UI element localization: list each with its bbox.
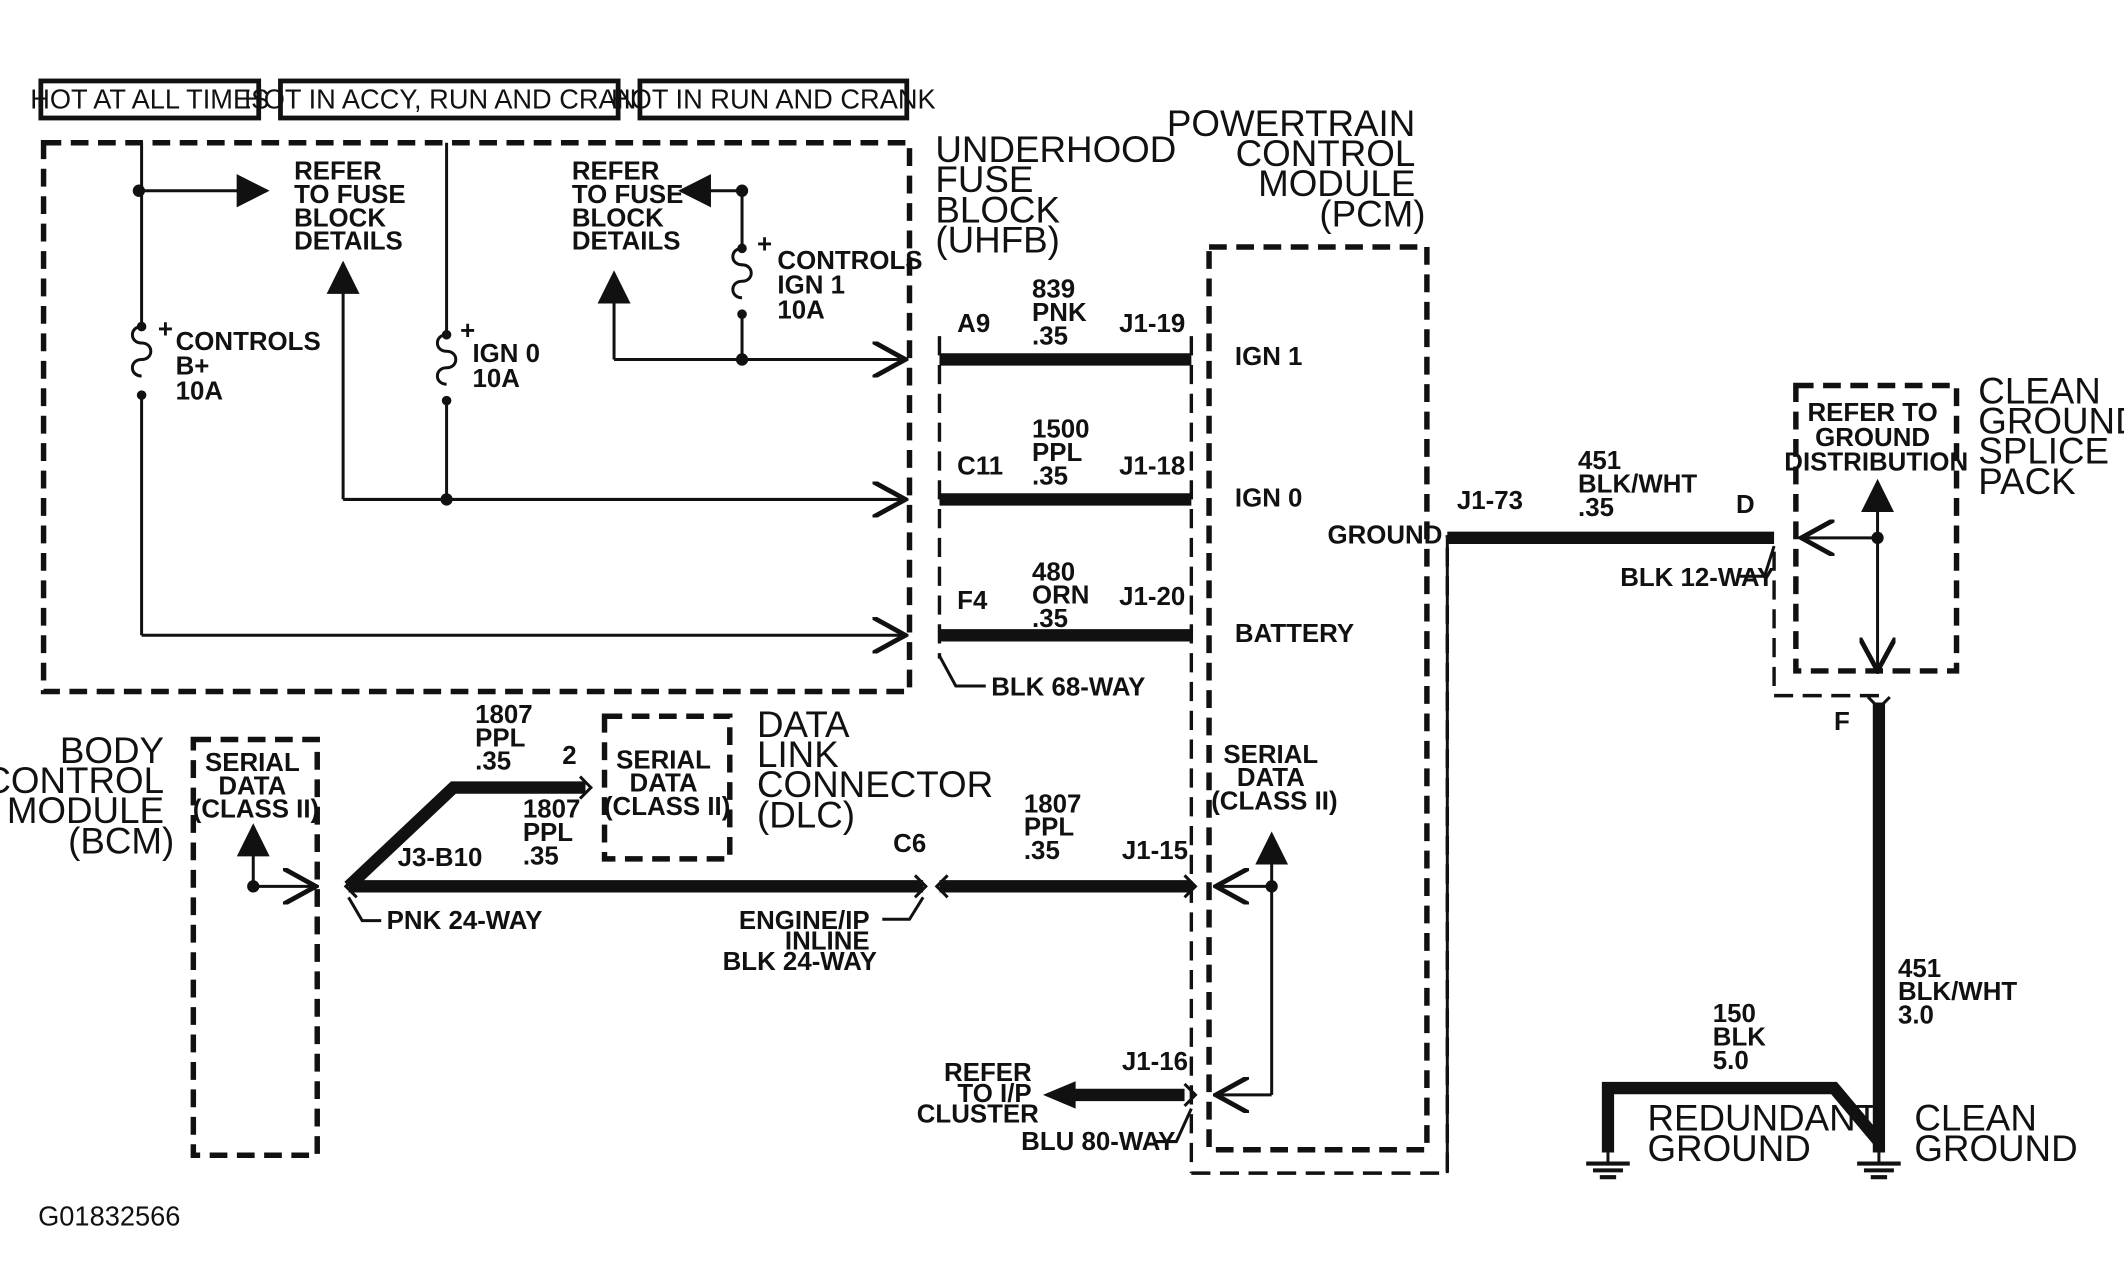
pcm-j115-mark: [1183, 874, 1198, 899]
clean-ground-connector: [1866, 695, 1891, 711]
cluster-pin: J1-16: [1122, 1046, 1188, 1076]
wire-battery-from: F4: [957, 585, 988, 615]
bcm-connector-mark: [343, 874, 358, 899]
bcm-outline: [190, 736, 320, 1159]
wire-ign1-label: 839 PNK .35: [1032, 274, 1094, 351]
header-hot-run-crank: HOT IN RUN AND CRANK: [611, 78, 936, 121]
splice-connector-label: BLK 12-WAY: [1620, 562, 1774, 592]
dlc-title: DATA LINK CONNECTOR (DLC): [757, 704, 1003, 836]
wire-ground-to: D: [1736, 489, 1755, 519]
wire-redundant-ground-label: 150 BLK 5.0: [1713, 998, 1773, 1075]
inline-connector-mark: [913, 874, 928, 899]
bcm-serial-node: [236, 823, 316, 893]
pcm-serial-node: [1216, 831, 1289, 1095]
refer-fuse-block-right: REFER TO FUSE BLOCK DETAILS: [572, 156, 691, 256]
pcm-serial-data: SERIAL DATA (CLASS II): [1211, 739, 1337, 816]
clean-ground-title: CLEAN GROUND: [1914, 1097, 2077, 1168]
inline-pin: C6: [893, 828, 926, 858]
svg-text:HOT IN RUN AND CRANK: HOT IN RUN AND CRANK: [611, 83, 936, 114]
wire-redundant-ground: [1601, 1081, 1884, 1153]
splice-refer: REFER TO GROUND DISTRIBUTION: [1784, 397, 1968, 477]
inline-connector-mark-right: [934, 874, 949, 899]
dlc-pin-mark: [578, 775, 594, 800]
figure-id: G01832566: [38, 1200, 180, 1231]
svg-text:+: +: [757, 228, 772, 258]
wire-ground-from: J1-73: [1457, 485, 1523, 515]
bplus-circuit: +: [130, 142, 905, 636]
wire-battery-label: 480 ORN .35: [1032, 556, 1097, 633]
wire-dlc-upper-label: 1807 PPL .35: [475, 699, 540, 776]
fuse-ign0-label: IGN 0 10A: [472, 338, 547, 393]
clean-ground-pin: F: [1834, 706, 1850, 736]
redundant-ground-symbol: [1586, 1152, 1630, 1180]
bcm-serial-data: SERIAL DATA (CLASS II): [193, 747, 319, 824]
splice-housing: [1772, 551, 1885, 698]
ign0-circuit: +: [326, 142, 905, 506]
bcm-pin: J3-B10: [398, 842, 483, 872]
redundant-ground-title: REDUNDANT GROUND: [1647, 1097, 1888, 1168]
wire-ign1-to: J1-19: [1119, 308, 1185, 338]
pcm-battery: BATTERY: [1235, 618, 1354, 648]
wire-clean-ground-label: 451 BLK/WHT 3.0: [1898, 953, 2024, 1030]
inline-connector-label: ENGINE/IP INLINE BLK 24-WAY: [723, 905, 877, 976]
cluster-connector-label: BLU 80-WAY: [1021, 1126, 1175, 1156]
pcm-outline: [1206, 244, 1430, 1153]
header-hot-at-all-times: HOT AT ALL TIMES: [30, 78, 269, 121]
wire-battery-to: J1-20: [1119, 581, 1185, 611]
wire-ign0-label: 1500 PPL .35: [1032, 414, 1097, 491]
cluster-connector-mark: [1183, 1082, 1198, 1107]
fuse-bplus-label: CONTROLS B+ 10A: [176, 326, 328, 406]
wire-ign0-to: J1-18: [1119, 451, 1185, 481]
header-hot-accy-run-crank: HOT IN ACCY, RUN AND CRANK: [244, 78, 655, 121]
pcm-ign0: IGN 0: [1235, 482, 1303, 512]
dlc-outline: [601, 713, 733, 862]
svg-text:+: +: [158, 313, 173, 343]
clean-ground-symbol: [1857, 1152, 1901, 1180]
svg-text:+: +: [460, 315, 475, 345]
fuse-ign1-label: CONTROLS IGN 1 10A: [777, 245, 929, 325]
uhfb-connector-label: BLK 68-WAY: [991, 672, 1145, 702]
pcm-title: POWERTRAIN CONTROL MODULE (PCM): [1167, 103, 1426, 235]
wire-ground: [1445, 531, 1775, 1174]
wire-ign1-from: A9: [957, 308, 990, 338]
wire-dlc: [344, 781, 1192, 893]
refer-cluster: REFER TO I/P CLUSTER: [917, 1057, 1039, 1128]
splice-pack-title: CLEAN GROUND SPLICE PACK: [1978, 370, 2124, 502]
svg-text:HOT IN ACCY, RUN AND CRANK: HOT IN ACCY, RUN AND CRANK: [244, 83, 654, 114]
wire-serial-pcm-label: 1807 PPL .35: [1024, 788, 1089, 865]
fuse-block-outline: [40, 139, 913, 695]
dlc-serial-data: SERIAL DATA (CLASS II): [604, 744, 730, 821]
refer-fuse-block-left: REFER TO FUSE BLOCK DETAILS: [294, 156, 413, 256]
splice-node: [1801, 478, 1883, 671]
wire-cluster: [1042, 1081, 1185, 1109]
pcm-ign1: IGN 1: [1235, 341, 1303, 371]
svg-text:HOT AT ALL TIMES: HOT AT ALL TIMES: [30, 83, 269, 114]
bcm-connector-label: PNK 24-WAY: [387, 905, 543, 935]
ign1-circuit: +: [597, 174, 905, 366]
wire-dlc-lower-label: 1807 PPL .35: [523, 794, 588, 871]
wire-ground-label: 451 BLK/WHT .35: [1578, 445, 1704, 522]
dlc-pin: 2: [562, 740, 576, 770]
wire-ign0-from: C11: [957, 451, 1003, 481]
pcm-ground: GROUND: [1328, 519, 1443, 549]
uhfb-title: UNDERHOOD FUSE BLOCK (UHFB): [935, 129, 1186, 261]
pcm-serial-pin: J1-15: [1122, 835, 1188, 865]
bcm-title: BODY CONTROL MODULE (BCM): [0, 730, 174, 862]
